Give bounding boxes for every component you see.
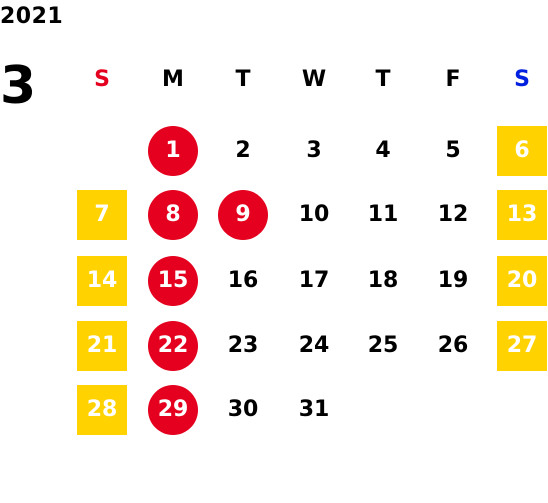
day-cell[interactable]: 13	[497, 190, 547, 240]
holiday-marker	[218, 190, 268, 240]
day-number: 13	[506, 202, 538, 227]
day-cell[interactable]: 17	[289, 256, 339, 306]
day-number: 17	[298, 268, 330, 293]
day-cell[interactable]: 14	[77, 256, 127, 306]
day-number: 22	[157, 333, 189, 358]
day-cell[interactable]: 4	[358, 126, 408, 176]
day-number: 1	[165, 138, 181, 163]
day-cell[interactable]: 21	[77, 321, 127, 371]
day-cell[interactable]: 10	[289, 190, 339, 240]
weekday-header-saturday: S	[514, 67, 530, 92]
day-number: 9	[235, 202, 251, 227]
weekday-header-friday: F	[445, 67, 461, 92]
day-cell[interactable]: 27	[497, 321, 547, 371]
day-number: 11	[367, 202, 399, 227]
day-number: 18	[367, 268, 399, 293]
day-cell[interactable]: 18	[358, 256, 408, 306]
day-cell[interactable]: 3	[289, 126, 339, 176]
day-cell[interactable]: 19	[428, 256, 478, 306]
day-number: 24	[298, 333, 330, 358]
day-number: 29	[157, 397, 189, 422]
holiday-marker	[148, 190, 198, 240]
month-number: 3	[0, 56, 37, 116]
year-label: 2021	[0, 4, 64, 29]
day-number: 28	[86, 397, 118, 422]
day-number: 14	[86, 268, 118, 293]
day-cell[interactable]: 9	[218, 190, 268, 240]
day-number: 12	[437, 202, 469, 227]
day-cell[interactable]: 1	[148, 126, 198, 176]
day-cell[interactable]: 26	[428, 321, 478, 371]
day-cell[interactable]: 25	[358, 321, 408, 371]
weekday-header-tuesday: T	[235, 67, 251, 92]
day-cell[interactable]: 31	[289, 385, 339, 435]
day-number: 7	[94, 202, 110, 227]
weekday-header-thursday: T	[375, 67, 391, 92]
day-number: 25	[367, 333, 399, 358]
day-cell[interactable]: 6	[497, 126, 547, 176]
day-cell[interactable]: 23	[218, 321, 268, 371]
day-number: 5	[445, 138, 461, 163]
day-number: 19	[437, 268, 469, 293]
day-cell[interactable]: 11	[358, 190, 408, 240]
day-cell[interactable]: 8	[148, 190, 198, 240]
day-cell[interactable]: 20	[497, 256, 547, 306]
holiday-marker	[148, 256, 198, 306]
day-number: 2	[235, 138, 251, 163]
day-cell[interactable]: 28	[77, 385, 127, 435]
day-cell[interactable]: 29	[148, 385, 198, 435]
day-cell[interactable]: 22	[148, 321, 198, 371]
weekday-header-monday: M	[162, 67, 184, 92]
day-number: 27	[506, 333, 538, 358]
holiday-marker	[148, 126, 198, 176]
day-cell[interactable]: 5	[428, 126, 478, 176]
day-cell[interactable]: 15	[148, 256, 198, 306]
day-number: 10	[298, 202, 330, 227]
day-cell[interactable]: 24	[289, 321, 339, 371]
day-number: 16	[227, 268, 259, 293]
day-number: 31	[298, 397, 330, 422]
day-cell[interactable]: 2	[218, 126, 268, 176]
day-cell[interactable]: 16	[218, 256, 268, 306]
weekday-header-sunday: S	[94, 67, 110, 92]
day-cell[interactable]: 12	[428, 190, 478, 240]
day-number: 8	[165, 202, 181, 227]
day-number: 3	[306, 138, 322, 163]
day-number: 30	[227, 397, 259, 422]
day-number: 4	[375, 138, 391, 163]
day-cell[interactable]: 7	[77, 190, 127, 240]
holiday-marker	[148, 321, 198, 371]
day-number: 15	[157, 268, 189, 293]
day-cell[interactable]: 30	[218, 385, 268, 435]
day-number: 26	[437, 333, 469, 358]
day-number: 23	[227, 333, 259, 358]
weekday-header-wednesday: W	[301, 67, 327, 92]
day-number: 20	[506, 268, 538, 293]
day-number: 6	[514, 138, 530, 163]
holiday-marker	[148, 385, 198, 435]
day-number: 21	[86, 333, 118, 358]
